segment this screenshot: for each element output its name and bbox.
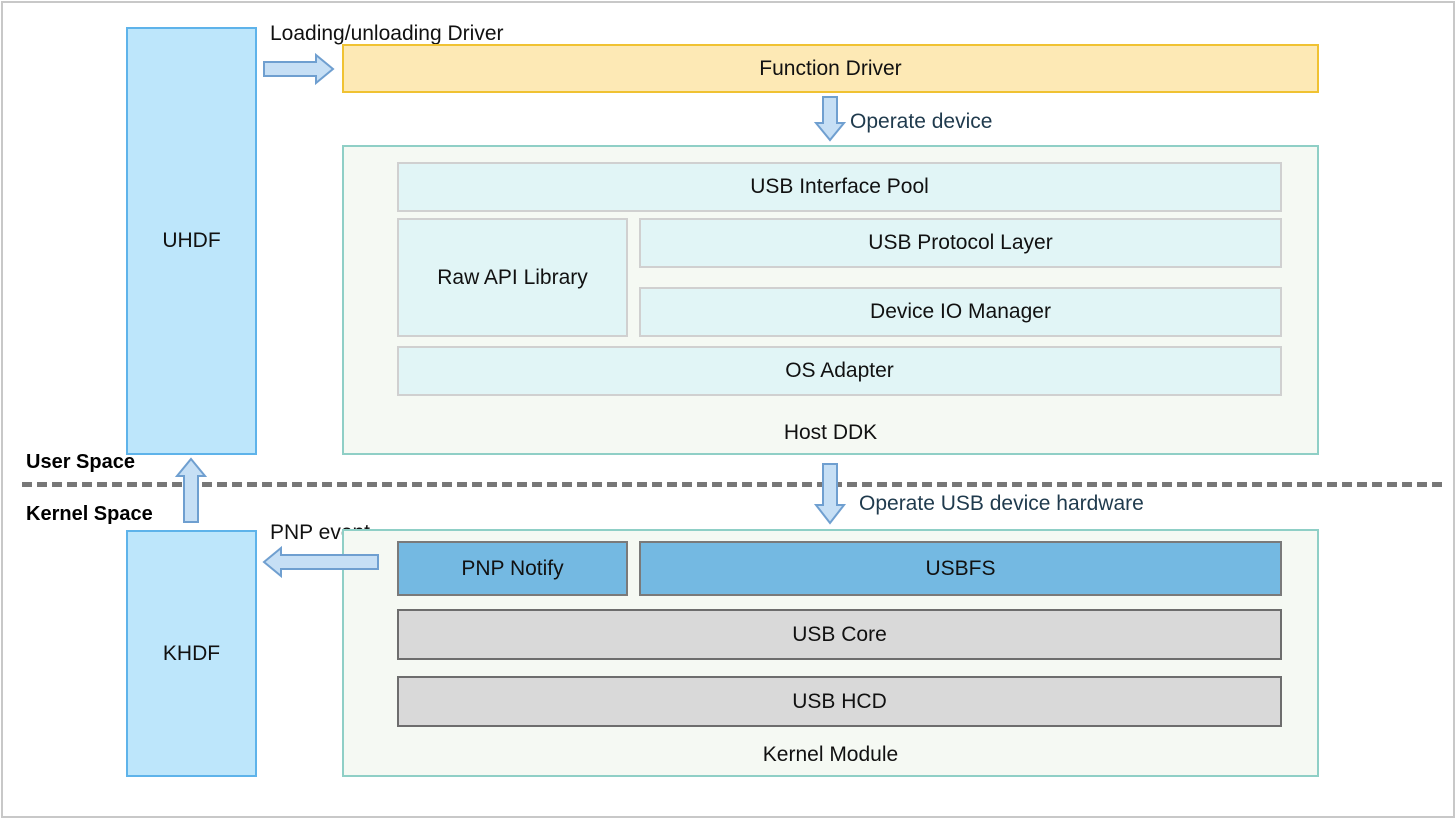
function-driver-box: Function Driver — [342, 44, 1319, 93]
host-ddk-title: Host DDK — [783, 421, 878, 444]
kernel-module-title: Kernel Module — [762, 743, 899, 766]
usb-hcd-box: USB HCD — [397, 676, 1282, 727]
usb-protocol-layer-label: USB Protocol Layer — [868, 231, 1053, 254]
operate-device-label: Operate device — [850, 110, 993, 133]
usbfs-label: USBFS — [925, 556, 996, 580]
kernel-space-label: Kernel Space — [26, 503, 153, 525]
pnp-notify-box: PNP Notify — [397, 541, 628, 596]
raw-api-library-label: Raw API Library — [437, 265, 588, 289]
operate-usb-device-hardware-label: Operate USB device hardware — [859, 492, 1144, 515]
usb-core-label: USB Core — [792, 622, 887, 646]
uhdf-box: UHDF — [126, 27, 257, 455]
operate-device-arrow-down — [813, 96, 847, 142]
os-adapter-box: OS Adapter — [397, 346, 1282, 396]
device-io-manager-label: Device IO Manager — [870, 300, 1051, 323]
os-adapter-label: OS Adapter — [785, 359, 894, 382]
uhdf-label: UHDF — [162, 229, 221, 252]
space-divider — [22, 482, 1442, 487]
usb-interface-pool-box: USB Interface Pool — [397, 162, 1282, 212]
usb-core-box: USB Core — [397, 609, 1282, 660]
raw-api-library-box: Raw API Library — [397, 218, 628, 337]
khdf-box: KHDF — [126, 530, 257, 777]
usb-interface-pool-label: USB Interface Pool — [750, 175, 929, 198]
device-io-manager-box: Device IO Manager — [639, 287, 1282, 337]
load-driver-arrow-right — [263, 52, 335, 86]
usb-hcd-label: USB HCD — [792, 689, 887, 713]
usbfs-box: USBFS — [639, 541, 1282, 596]
pnp-notify-label: PNP Notify — [461, 556, 564, 580]
operate-hardware-arrow-down — [813, 463, 847, 525]
loading-unloading-driver-label: Loading/unloading Driver — [270, 22, 504, 45]
khdf-label: KHDF — [162, 641, 221, 665]
pnp-event-arrow-left — [262, 545, 379, 579]
user-space-label: User Space — [26, 451, 135, 473]
function-driver-label: Function Driver — [759, 56, 902, 80]
usb-protocol-layer-box: USB Protocol Layer — [639, 218, 1282, 268]
khdf-to-uhdf-arrow-up — [174, 457, 208, 523]
